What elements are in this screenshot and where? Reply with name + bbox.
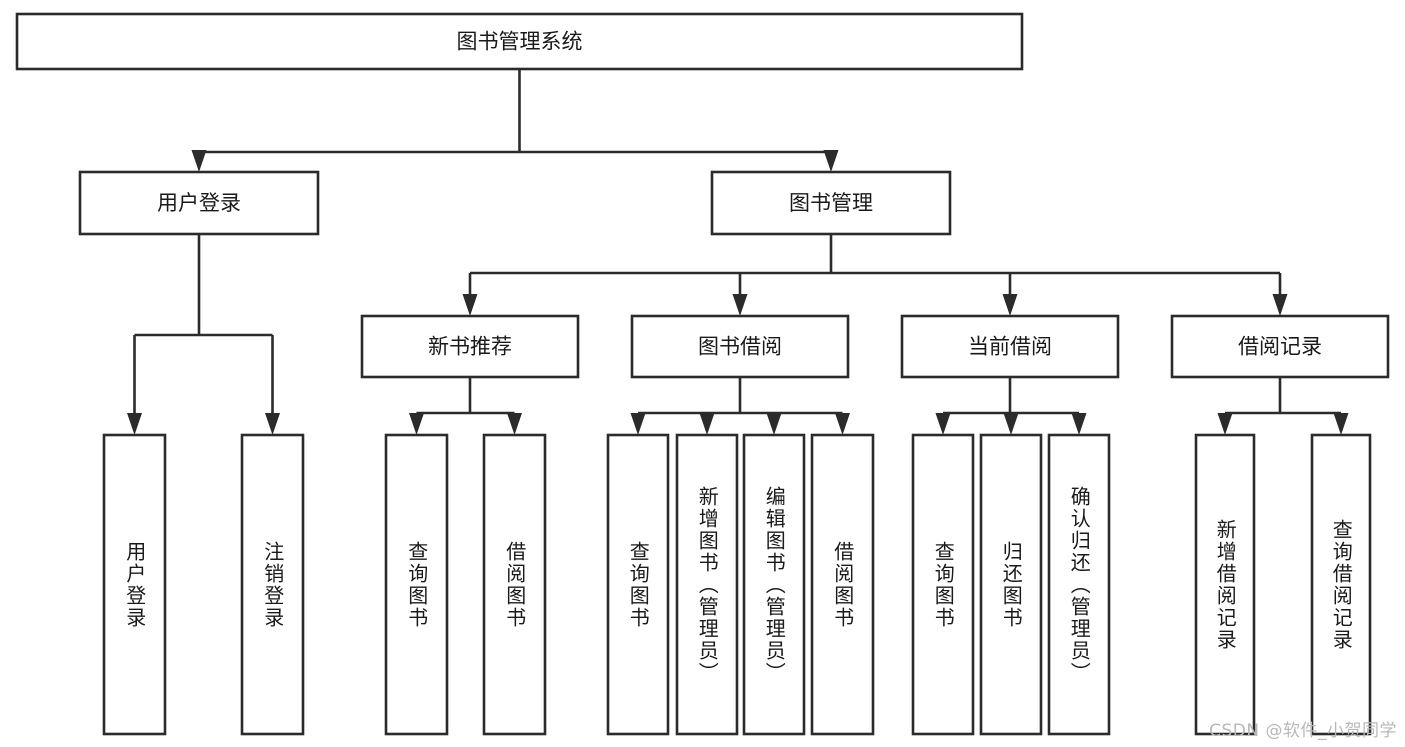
node-book-manage[interactable] bbox=[710, 170, 952, 236]
node-leaf-add-borrow-record[interactable] bbox=[1194, 433, 1256, 736]
node-leaf-borrow-book-2[interactable] bbox=[810, 433, 875, 736]
arrow-head-icon-book-borrow bbox=[732, 294, 748, 316]
node-box-leaf-edit-book-admin bbox=[742, 433, 806, 736]
arrow-head-icon-leaf-query-book-2 bbox=[630, 413, 646, 435]
node-leaf-user-logout[interactable] bbox=[240, 433, 305, 736]
node-leaf-confirm-return-admin[interactable] bbox=[1047, 433, 1111, 736]
node-book-borrow[interactable] bbox=[630, 314, 850, 379]
label-root: 图书管理系统 bbox=[457, 30, 583, 54]
node-leaf-query-book-2[interactable] bbox=[606, 433, 670, 736]
node-box-leaf-query-book-1 bbox=[384, 433, 449, 736]
node-box-leaf-confirm-return-admin bbox=[1047, 433, 1111, 736]
node-box-leaf-borrow-book-2 bbox=[810, 433, 875, 736]
arrow-head-icon-leaf-return-book bbox=[1003, 413, 1019, 435]
node-box-current-borrow bbox=[900, 314, 1120, 379]
label-new-book-recommend: 新书推荐 bbox=[428, 335, 512, 359]
node-box-leaf-user-logout bbox=[240, 433, 305, 736]
label-book-manage: 图书管理 bbox=[789, 191, 873, 215]
arrow-head-icon-book-manage bbox=[823, 150, 839, 172]
arrow-head-icon-user-login bbox=[191, 150, 207, 172]
arrow-head-icon-leaf-add-book-admin bbox=[699, 413, 715, 435]
arrow-head-icon-leaf-user-logout bbox=[265, 413, 280, 435]
node-current-borrow[interactable] bbox=[900, 314, 1120, 379]
node-box-leaf-query-borrow-record bbox=[1310, 433, 1372, 736]
watermark-text: CSDN @软件_小贺同学 bbox=[1209, 721, 1397, 741]
node-user-login[interactable] bbox=[78, 170, 320, 236]
node-root[interactable] bbox=[15, 12, 1024, 71]
arrow-head-icon-leaf-user-login bbox=[127, 413, 142, 435]
node-box-book-borrow bbox=[630, 314, 850, 379]
node-leaf-add-book-admin[interactable] bbox=[675, 433, 739, 736]
arrow-head-icon-leaf-borrow-book-1 bbox=[507, 413, 522, 435]
node-box-leaf-query-book-2 bbox=[606, 433, 670, 736]
node-leaf-user-login[interactable] bbox=[102, 433, 167, 736]
node-box-leaf-add-book-admin bbox=[675, 433, 739, 736]
label-book-borrow: 图书借阅 bbox=[698, 335, 782, 359]
node-box-borrow-record bbox=[1170, 314, 1390, 379]
node-borrow-record[interactable] bbox=[1170, 314, 1390, 379]
label-current-borrow: 当前借阅 bbox=[968, 335, 1052, 359]
node-box-user-login bbox=[78, 170, 320, 236]
node-leaf-query-book-1[interactable] bbox=[384, 433, 449, 736]
node-box-leaf-add-borrow-record bbox=[1194, 433, 1256, 736]
node-leaf-return-book[interactable] bbox=[979, 433, 1043, 736]
node-box-new-book-recommend bbox=[360, 314, 580, 379]
node-box-leaf-borrow-book-1 bbox=[482, 433, 547, 736]
boxes-layer bbox=[15, 12, 1390, 736]
node-box-leaf-return-book bbox=[979, 433, 1043, 736]
connectors-layer bbox=[127, 69, 1349, 435]
node-leaf-edit-book-admin[interactable] bbox=[742, 433, 806, 736]
label-borrow-record: 借阅记录 bbox=[1238, 335, 1322, 359]
arrow-head-icon-borrow-record bbox=[1272, 294, 1288, 316]
arrow-head-icon-leaf-edit-book-admin bbox=[766, 413, 782, 435]
node-new-book-recommend[interactable] bbox=[360, 314, 580, 379]
arrow-head-icon-leaf-add-borrow-record bbox=[1217, 413, 1233, 435]
node-box-leaf-query-book-3 bbox=[911, 433, 975, 736]
arrow-head-icon-leaf-confirm-return-admin bbox=[1071, 413, 1087, 435]
node-leaf-borrow-book-1[interactable] bbox=[482, 433, 547, 736]
node-box-root bbox=[15, 12, 1024, 71]
node-box-leaf-user-login bbox=[102, 433, 167, 736]
arrow-head-icon-leaf-query-book-1 bbox=[409, 413, 424, 435]
node-leaf-query-borrow-record[interactable] bbox=[1310, 433, 1372, 736]
label-user-login: 用户登录 bbox=[157, 191, 241, 215]
arrow-head-icon-leaf-query-book-3 bbox=[935, 413, 951, 435]
arrow-head-icon-leaf-query-borrow-record bbox=[1333, 413, 1349, 435]
arrow-head-icon-current-borrow bbox=[1002, 294, 1018, 316]
arrow-head-icon-leaf-borrow-book-2 bbox=[835, 413, 850, 435]
arrow-head-icon-new-book-recommend bbox=[462, 294, 478, 316]
node-box-book-manage bbox=[710, 170, 952, 236]
node-leaf-query-book-3[interactable] bbox=[911, 433, 975, 736]
